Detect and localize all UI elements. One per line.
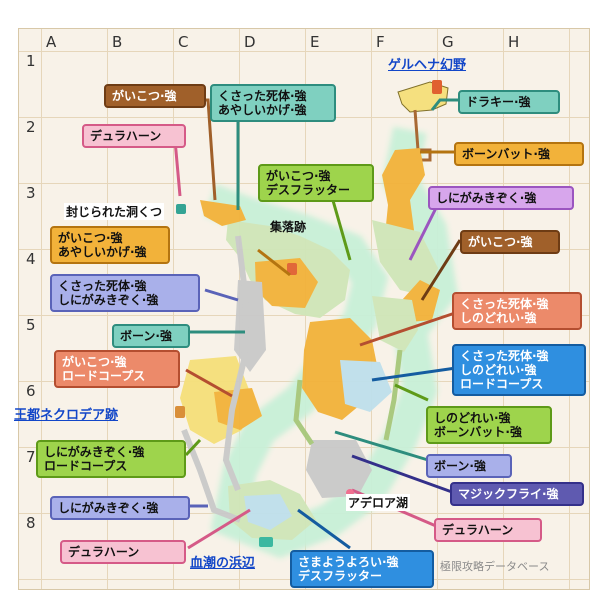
column-label-a: A — [46, 33, 57, 51]
gelhena-link[interactable]: ゲルヘナ幻野 — [388, 58, 467, 73]
row-label-1: 1 — [26, 52, 36, 70]
monster-tag: ボーン·強 — [112, 324, 190, 348]
north-east-area — [382, 148, 425, 250]
monster-tag: くさった死体·強 あやしいかげ·強 — [210, 84, 336, 122]
village-ruins-label: 集落跡 — [270, 220, 307, 234]
monster-tag: しにがみきぞく·強 ロードコープス — [36, 440, 186, 478]
chishio-marker-icon — [259, 537, 273, 547]
watermark: 極限攻略データベース — [440, 560, 550, 573]
monster-tag: ボーン·強 — [426, 454, 512, 478]
row-label-7: 7 — [26, 448, 36, 466]
monster-tag: くさった死体·強 しのどれい·強 — [452, 292, 582, 330]
row-label-3: 3 — [26, 184, 36, 202]
monster-tag: がいこつ·強 — [460, 230, 560, 254]
monster-tag: しにがみきぞく·強 — [428, 186, 574, 210]
monster-tag: ドラキー·強 — [458, 90, 560, 114]
gelhena-entrance-icon — [432, 80, 442, 94]
chishio-link[interactable]: 血潮の浜辺 — [190, 556, 256, 571]
monster-tag: デュラハーン — [434, 518, 542, 542]
column-label-b: B — [112, 33, 123, 51]
row-label-5: 5 — [26, 316, 36, 334]
monster-tag: がいこつ·強 あやしいかげ·強 — [50, 226, 170, 264]
row-label-6: 6 — [26, 382, 36, 400]
row-label-8: 8 — [26, 514, 36, 532]
monster-tag: くさった死体·強 しにがみきぞく·強 — [50, 274, 200, 312]
monster-tag: くさった死体·強 しのどれい·強 ロードコープス — [452, 344, 586, 396]
necrodea-link[interactable]: 王都ネクロデア跡 — [14, 408, 119, 423]
sealed-cave-label: 封じられた洞くつ — [64, 203, 165, 220]
monster-tag: デュラハーン — [60, 540, 186, 564]
column-label-f: F — [376, 33, 385, 51]
column-label-c: C — [178, 33, 189, 51]
monster-tag: がいこつ·強 ロードコープス — [54, 350, 180, 388]
monster-tag: ボーンバット·強 — [454, 142, 584, 166]
row-label-2: 2 — [26, 118, 36, 136]
aderoa-lake-label: アデロア湖 — [346, 494, 411, 511]
column-label-g: G — [442, 33, 454, 51]
row-label-4: 4 — [26, 250, 36, 268]
monster-tag: マジックフライ·強 — [450, 482, 584, 506]
monster-tag: しにがみきぞく·強 — [50, 496, 190, 520]
column-label-h: H — [508, 33, 520, 51]
monster-tag: デュラハーン — [82, 124, 186, 148]
monster-tag: しのどれい·強 ボーンバット·強 — [426, 406, 552, 444]
terrain — [175, 81, 458, 559]
column-label-d: D — [244, 33, 256, 51]
monster-tag: がいこつ·強 — [104, 84, 206, 108]
monster-tag: さまようよろい·強 デスフラッター — [290, 550, 434, 588]
column-label-e: E — [310, 33, 320, 51]
monster-tag: がいこつ·強 デスフラッター — [258, 164, 374, 202]
